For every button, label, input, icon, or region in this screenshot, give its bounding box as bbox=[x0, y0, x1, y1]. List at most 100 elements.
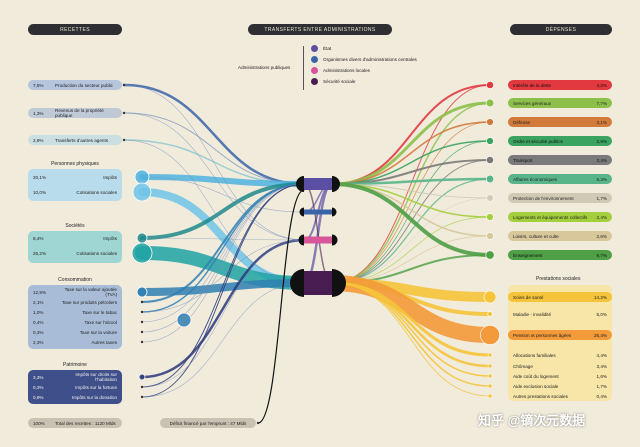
expense-node bbox=[486, 194, 494, 202]
recette-tva: 12,9%Taxe sur la valeur ajoutée (TVA) bbox=[33, 287, 117, 297]
hub-cap-left bbox=[290, 269, 304, 297]
source-node bbox=[131, 242, 153, 264]
revenue-flow-thin bbox=[141, 282, 305, 398]
prestation-pct: 1,6% bbox=[596, 373, 607, 379]
prestation-label: Aide coût du logement bbox=[513, 373, 559, 379]
legend-dot bbox=[311, 78, 318, 85]
prestation-row: Pension et personnes âgées 26,4% bbox=[508, 330, 612, 340]
depense-label: Protection de l'environnement bbox=[513, 195, 574, 201]
revenue-flow-thin bbox=[141, 237, 305, 241]
hub-cap-right bbox=[332, 176, 340, 192]
hub-cap-right bbox=[332, 234, 338, 246]
prestation-label: Pension et personnes âgées bbox=[513, 332, 572, 338]
depense-pct: 2,9% bbox=[596, 138, 607, 144]
legend-dot bbox=[311, 45, 318, 52]
legend-dot bbox=[311, 67, 318, 74]
recette-fortune: 0,3%Impôts sur la fortune bbox=[33, 384, 117, 390]
prestation-pct: 14,2% bbox=[593, 294, 607, 300]
legend-item-apul: Administrations locales bbox=[311, 65, 417, 76]
hub-cap-left bbox=[298, 234, 304, 246]
deficit-box: Déficit financé par l'emprunt : 47 Mlds bbox=[160, 418, 256, 428]
prestation-node bbox=[487, 311, 493, 317]
header-transferts: TRANSFERTS ENTRE ADMINISTRATIONS bbox=[248, 24, 392, 35]
prestation-label: Soins de santé bbox=[513, 294, 544, 300]
expense-flow bbox=[330, 182, 492, 257]
depense-row: Défense 3,1% bbox=[508, 117, 612, 127]
depense-pct: 9,7% bbox=[596, 252, 607, 258]
legend-item-etat: État bbox=[311, 43, 417, 54]
prestation-node bbox=[487, 393, 493, 399]
prestation-row: Soins de santé 14,2% bbox=[508, 292, 612, 302]
prestation-node bbox=[483, 290, 497, 304]
recette-autres-taxes: 2,3%Autres taxes bbox=[33, 339, 117, 345]
legend-item-odac: Organismes divers d'administrations cent… bbox=[311, 54, 417, 65]
group-personnes bbox=[28, 169, 122, 201]
hub-cap-right bbox=[332, 269, 346, 297]
recette-production: 7,5%Production du secteur public bbox=[28, 80, 122, 90]
source-dot bbox=[140, 340, 144, 344]
revenue-flow bbox=[122, 83, 306, 186]
group-title-consommation: Consommation bbox=[58, 277, 92, 283]
prestation-pct: 26,4% bbox=[593, 332, 607, 338]
prestation-label: Maladie - invalidité bbox=[513, 311, 552, 317]
revenue-flow bbox=[141, 183, 305, 398]
expense-node bbox=[485, 174, 495, 184]
revenue-flow-thin bbox=[123, 112, 305, 241]
group-title-personnes: Personnes physiques bbox=[51, 161, 99, 167]
recette-pp-impots: 20,1%Impôts bbox=[33, 174, 117, 180]
expense-flow bbox=[331, 84, 491, 185]
watermark: 知乎 @镝次元数据 bbox=[478, 413, 586, 428]
recette-pp-cotisations: 10,0%Cotisations sociales bbox=[33, 189, 117, 195]
source-dot bbox=[256, 421, 260, 425]
revenue-flow bbox=[140, 182, 306, 240]
expense-node bbox=[486, 156, 494, 164]
hub-cap-left bbox=[299, 207, 304, 217]
depense-label: Défense bbox=[513, 119, 531, 125]
expense-node bbox=[485, 98, 495, 108]
prestations-panel bbox=[508, 285, 612, 401]
group-consommation bbox=[28, 285, 122, 349]
source-node bbox=[136, 286, 148, 298]
expense-flow bbox=[331, 140, 491, 185]
depense-label: Affaires économiques bbox=[513, 176, 558, 182]
prestation-row: Aide coût du logement 1,6% bbox=[508, 371, 612, 381]
expense-flow bbox=[331, 102, 491, 284]
source-dot bbox=[140, 320, 144, 324]
source-dot bbox=[140, 385, 144, 389]
depense-label: Logements et équipements collectifs bbox=[513, 214, 588, 220]
expense-node bbox=[485, 250, 495, 260]
source-dot bbox=[140, 395, 144, 399]
legend-item-secu: Sécurité sociale bbox=[311, 76, 417, 87]
prestation-label: Autres prestations sociales bbox=[513, 393, 568, 399]
expense-flow bbox=[331, 216, 491, 284]
source-node bbox=[132, 182, 152, 202]
recette-transferts-agents: 2,9%Transferts d'autres agents bbox=[28, 135, 122, 145]
source-node bbox=[176, 312, 192, 328]
header-recettes: RECETTES bbox=[28, 24, 122, 35]
depense-pct: 3,1% bbox=[596, 119, 607, 125]
prestation-pct: 3,4% bbox=[596, 363, 607, 369]
prestation-node bbox=[487, 352, 493, 358]
revenue-flow-thin bbox=[123, 84, 305, 241]
admin-hub bbox=[304, 271, 332, 295]
group-patrimoine bbox=[28, 370, 122, 404]
recette-petrole: 2,1%Taxe sur produits pétroliers bbox=[33, 299, 117, 305]
prestation-node bbox=[487, 373, 493, 379]
recette-revenus-propriete: 1,3%Revenus de la propriété publique bbox=[28, 108, 122, 118]
expense-flow bbox=[331, 121, 491, 284]
legend: État Organismes divers d'administrations… bbox=[311, 43, 417, 87]
revenue-flow-thin bbox=[141, 239, 305, 388]
depense-label: Transport bbox=[513, 157, 533, 163]
recette-alcool: 0,4%Taxe sur l'alcool bbox=[33, 319, 117, 325]
expense-flow bbox=[330, 101, 492, 186]
prestation-pct: 4,4% bbox=[596, 352, 607, 358]
legend-dot bbox=[311, 56, 318, 63]
expense-node bbox=[486, 81, 494, 89]
header-depenses: DÉPENSES bbox=[510, 24, 612, 35]
